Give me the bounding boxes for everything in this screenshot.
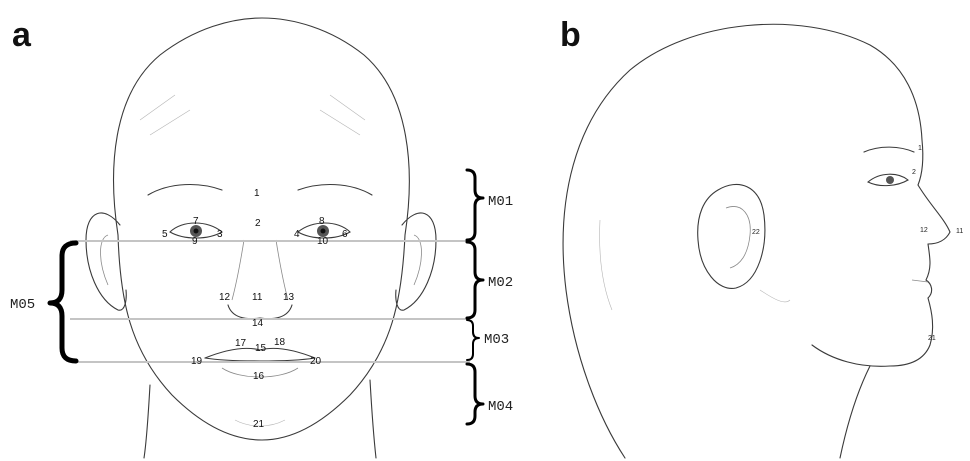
region-label-m05: M05 — [10, 297, 35, 313]
region-label-m03: M03 — [484, 332, 509, 348]
landmark-16: 16 — [253, 371, 265, 382]
profile-landmark-11: 11 — [956, 228, 963, 235]
landmark-10: 10 — [317, 236, 329, 247]
landmark-19: 19 — [191, 356, 203, 367]
region-label-m01: M01 — [488, 194, 513, 210]
landmark-11: 11 — [252, 292, 263, 303]
profile-landmark-12: 12 — [920, 227, 928, 234]
landmark-9: 9 — [192, 236, 198, 247]
panel-label-b: b — [560, 16, 581, 54]
landmark-3: 3 — [217, 229, 223, 240]
landmark-12: 12 — [219, 292, 231, 303]
landmark-14: 14 — [252, 318, 264, 329]
landmark-7: 7 — [193, 216, 199, 227]
brace-m04 — [467, 364, 483, 424]
landmark-6: 6 — [342, 229, 348, 240]
landmark-18: 18 — [274, 337, 286, 348]
landmark-4: 4 — [294, 229, 300, 240]
region-label-m04: M04 — [488, 399, 513, 415]
landmark-8: 8 — [319, 216, 325, 227]
landmark-2: 2 — [255, 218, 261, 229]
profile-landmark-22: 22 — [752, 229, 760, 236]
landmark-15: 15 — [255, 343, 267, 354]
landmark-13: 13 — [283, 292, 295, 303]
landmark-5: 5 — [162, 229, 168, 240]
landmark-17: 17 — [235, 338, 247, 349]
brace-m03 — [467, 320, 479, 360]
brace-m02 — [467, 242, 483, 318]
region-label-m02: M02 — [488, 275, 513, 291]
landmark-20: 20 — [310, 356, 322, 367]
frontal-face-drawing — [86, 18, 436, 458]
profile-landmark-2: 2 — [912, 169, 916, 176]
front-landmark-labels: 1 2 7 5 9 3 8 4 10 6 12 11 13 14 17 18 1… — [162, 188, 348, 430]
panel-label-a: a — [12, 16, 32, 54]
guide-lines — [70, 241, 470, 362]
brace-m01 — [467, 170, 483, 240]
brace-m05 — [50, 243, 76, 361]
profile-landmark-21: 21 — [928, 335, 936, 342]
landmark-1: 1 — [254, 188, 260, 199]
profile-face-drawing — [563, 24, 950, 458]
landmark-21: 21 — [253, 419, 265, 430]
profile-landmark-1: 1 — [918, 145, 922, 152]
